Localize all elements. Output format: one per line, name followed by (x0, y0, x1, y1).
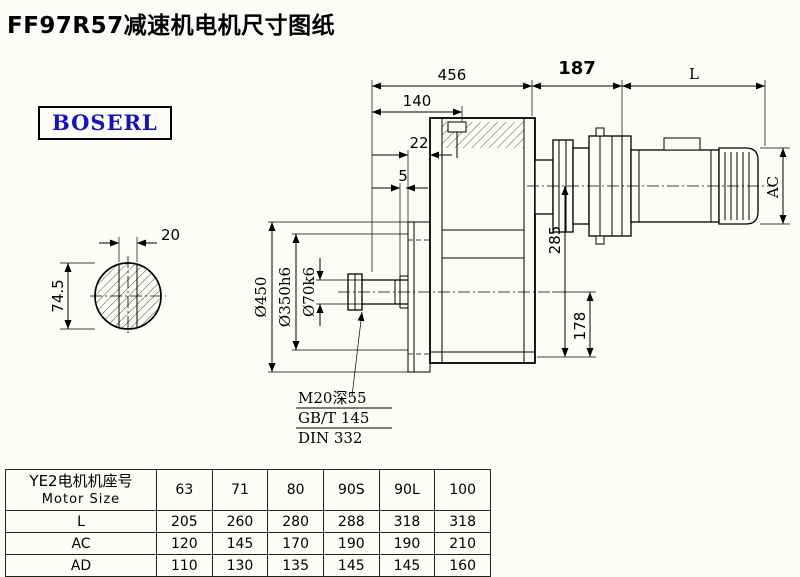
value-cell: 205 (156, 510, 213, 533)
dimensions: 456 187 L 140 22 5 285 (252, 58, 790, 373)
brand-logo: BOSERL (38, 106, 172, 140)
value-cell: 190 (322, 532, 380, 555)
value-cell: 318 (378, 510, 436, 533)
table-row-AD: AD 110 130 135 145 145 160 (5, 554, 491, 577)
row-label: AD (5, 554, 157, 577)
value-cell: 145 (322, 554, 380, 577)
tap-note-label: M20深55 (298, 389, 367, 407)
value-cell: 260 (211, 510, 269, 533)
gearbox-housing (429, 117, 536, 364)
size-col-2: 80 (267, 469, 324, 511)
dim-140-label: 140 (403, 92, 432, 110)
value-cell: 145 (378, 554, 436, 577)
value-cell: 280 (267, 510, 324, 533)
size-col-5: 100 (434, 469, 491, 511)
dim-5-label: 5 (398, 167, 408, 185)
dim-AC-label: AC (764, 176, 782, 199)
row-label: AC (5, 532, 157, 555)
size-header-cell: YE2电机机座号 Motor Size (5, 469, 157, 511)
value-cell: 135 (267, 554, 324, 577)
value-cell: 145 (211, 532, 269, 555)
dim-22-label: 22 (409, 134, 428, 152)
din-standard-label: DIN 332 (298, 429, 362, 447)
value-cell: 160 (434, 554, 491, 577)
value-cell: 170 (267, 532, 324, 555)
value-cell: 190 (378, 532, 436, 555)
table-row-AC: AC 120 145 170 190 190 210 (5, 532, 491, 555)
dim-285-label: 285 (546, 226, 564, 255)
table-row-L: L 205 260 280 288 318 318 (5, 510, 491, 533)
dim-178-label: 178 (571, 312, 589, 341)
dim-shaft-label: Ø70k6 (300, 267, 318, 317)
size-col-4: 90L (378, 469, 436, 511)
value-cell: 288 (322, 510, 380, 533)
dim-187-label: 187 (558, 58, 596, 79)
dim-74-5-label: 74.5 (49, 279, 67, 312)
dim-spigot-label: Ø350h6 (276, 267, 294, 327)
output-shaft-flange (347, 221, 431, 373)
shaft-section-view: 20 74.5 (49, 226, 180, 336)
value-cell: 318 (434, 510, 491, 533)
row-label: L (5, 510, 157, 533)
standards-note: M20深55 GB/T 145 DIN 332 (296, 311, 392, 447)
size-col-0: 63 (156, 469, 213, 511)
table-header-row: YE2电机机座号 Motor Size 63 71 80 90S 90L 100 (5, 469, 491, 511)
value-cell: 130 (211, 554, 269, 577)
size-header-cn: YE2电机机座号 (29, 472, 133, 490)
value-cell: 210 (434, 532, 491, 555)
size-header-en: Motor Size (41, 492, 121, 507)
dim-L-label: L (689, 65, 699, 83)
dim-456-label: 456 (438, 66, 467, 84)
page-title: FF97R57减速机电机尺寸图纸 (7, 13, 336, 39)
dim-20-label: 20 (161, 226, 180, 244)
size-col-3: 90S (322, 469, 380, 511)
motor-size-table: YE2电机机座号 Motor Size 63 71 80 90S 90L 100… (5, 469, 491, 577)
value-cell: 120 (156, 532, 213, 555)
gb-standard-label: GB/T 145 (298, 409, 369, 427)
size-col-1: 71 (211, 469, 269, 511)
value-cell: 110 (156, 554, 213, 577)
dim-flange-od-label: Ø450 (252, 277, 270, 318)
